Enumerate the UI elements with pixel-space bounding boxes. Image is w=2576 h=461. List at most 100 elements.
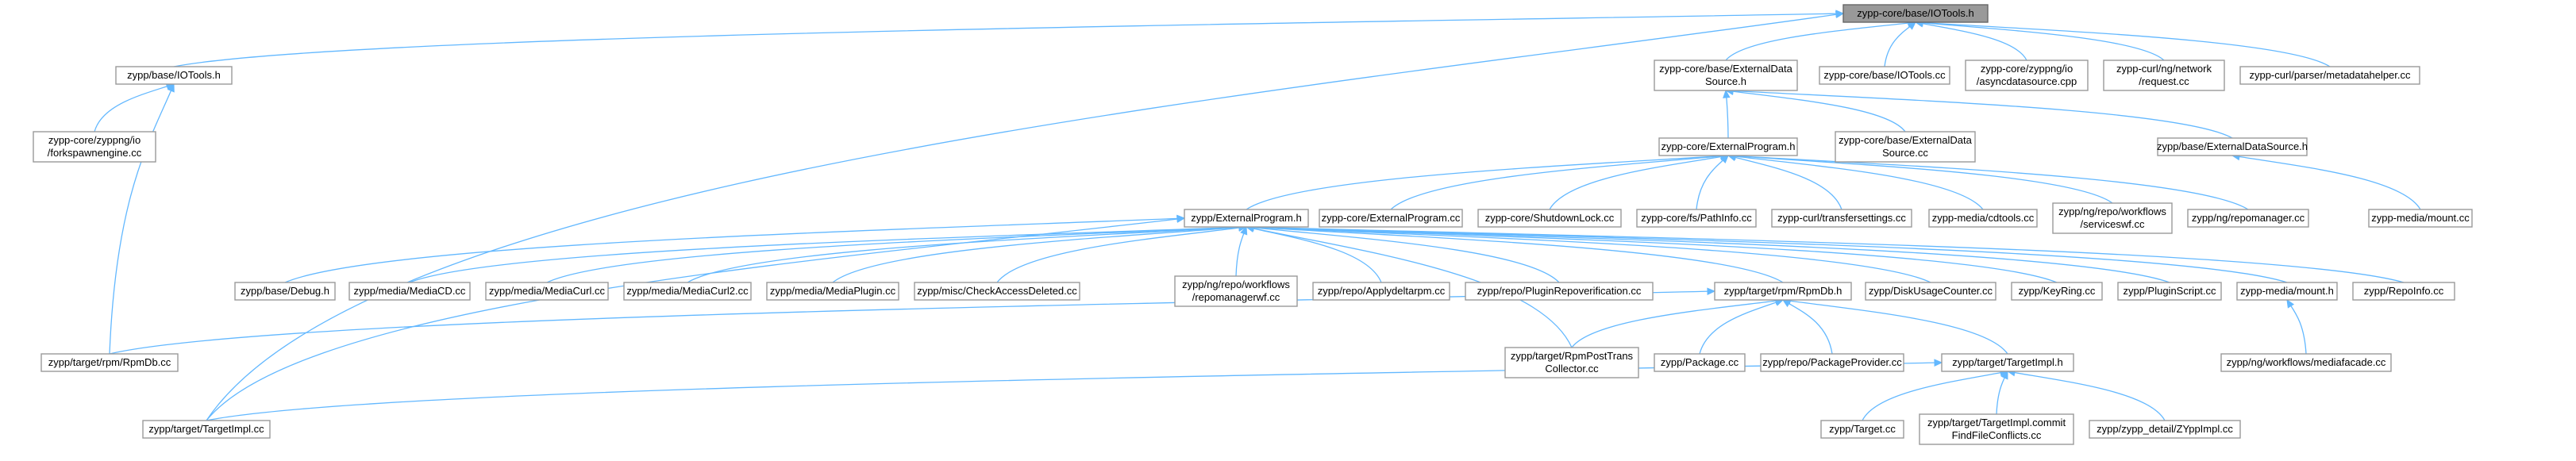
node-zypp-core-fs-pathinfo-cc[interactable]: zypp-core/fs/PathInfo.cc <box>1636 209 1757 228</box>
edge-n11-to-n8 <box>1246 155 1729 210</box>
node-label: FindFileConflicts.cc <box>1952 429 2042 441</box>
edge-n36-to-n29 <box>1571 299 1784 348</box>
edge-n16-to-n8 <box>1727 155 1984 210</box>
node-zypp-media-cdtools-cc[interactable]: zypp-media/cdtools.cc <box>1928 209 2038 228</box>
node-box <box>1465 282 1654 301</box>
node-label: zypp-media/mount.cc <box>2371 212 2470 224</box>
node-label: zypp/target/TargetImpl.commit <box>1927 417 2066 428</box>
node-zypp-target-cc[interactable]: zypp/Target.cc <box>1820 420 1904 439</box>
node-box <box>33 131 156 163</box>
node-zypp-core-shutdownlock-cc[interactable]: zypp-core/ShutdownLock.cc <box>1477 209 1622 228</box>
node-zypp-media-mediaplugin-cc[interactable]: zypp/media/MediaPlugin.cc <box>766 282 899 301</box>
node-label: zypp/Target.cc <box>1829 423 1896 435</box>
node-zypp-ng-repomanager-cc[interactable]: zypp/ng/repomanager.cc <box>2187 209 2309 228</box>
node-label: zypp-curl/parser/metadatahelper.cc <box>2249 69 2411 81</box>
node-box <box>1965 60 2089 91</box>
node-zypp-target-rpm-rpmdb-cc[interactable]: zypp/target/rpm/RpmDb.cc <box>40 353 179 372</box>
node-label: zypp-core/ShutdownLock.cc <box>1485 212 1615 224</box>
node-zypp-core-base-iotools-h[interactable]: zypp-core/base/IOTools.h <box>1842 4 1989 23</box>
node-label: zypp/base/IOTools.h <box>127 69 221 81</box>
edge-arrowhead <box>1835 10 1845 19</box>
edge-n10-to-n2 <box>1725 90 2233 139</box>
node-zypp-media-mediacurl-cc[interactable]: zypp/media/MediaCurl.cc <box>485 282 609 301</box>
edge-n18-to-n8 <box>1727 155 2249 210</box>
node-zypp-media-mediacd-cc[interactable]: zypp/media/MediaCD.cc <box>348 282 471 301</box>
node-label: zypp/media/MediaCurl2.cc <box>626 285 749 297</box>
node-zypp-curl-ng-network-request-cc[interactable]: zypp-curl/ng/network/request.cc <box>2103 60 2225 91</box>
node-box <box>2368 209 2473 228</box>
node-zypp-diskusagecounter-cc[interactable]: zypp/DiskUsageCounter.cc <box>1865 282 1996 301</box>
node-label: /asyncdatasource.cpp <box>1977 75 2077 87</box>
node-zypp-target-rpm-rpmdb-h[interactable]: zypp/target/rpm/RpmDb.h <box>1714 282 1852 301</box>
node-zypp-core-zyppng-io-forkspawnengine-cc[interactable]: zypp-core/zyppng/io/forkspawnengine.cc <box>33 131 156 163</box>
node-zypp-repo-packageprovider-cc[interactable]: zypp/repo/PackageProvider.cc <box>1760 353 1904 372</box>
node-zypp-ng-repo-workflows-serviceswf-cc[interactable]: zypp/ng/repo/workflows/serviceswf.cc <box>2052 202 2173 234</box>
node-label: zypp/ng/workflows/mediafacade.cc <box>2227 356 2386 368</box>
node-box <box>1835 131 1976 163</box>
node-zypp-package-cc[interactable]: zypp/Package.cc <box>1654 353 1746 372</box>
node-zypp-base-externaldatasource-h[interactable]: zypp/base/ExternalDataSource.h <box>2157 137 2308 156</box>
node-zypp-repo-pluginrepoverification-cc[interactable]: zypp/repo/PluginRepoverification.cc <box>1465 282 1654 301</box>
edge-n42-to-n39 <box>1862 371 2008 421</box>
edge-n25-to-n11 <box>996 226 1247 283</box>
edge-n41-to-n11 <box>206 217 1185 421</box>
node-zypp-base-debug-h[interactable]: zypp/base/Debug.h <box>234 282 336 301</box>
edge-n29-to-n11 <box>1246 226 1784 283</box>
node-zypp-core-base-iotools-cc[interactable]: zypp-core/base/IOTools.cc <box>1819 66 1950 85</box>
node-box <box>1654 353 1746 372</box>
node-zypp-core-externalprogram-h[interactable]: zypp-core/ExternalProgram.h <box>1658 137 1798 156</box>
node-zypp-media-mediacurl2-cc[interactable]: zypp/media/MediaCurl2.cc <box>623 282 752 301</box>
node-box <box>142 420 271 439</box>
node-box <box>234 282 336 301</box>
node-label: zypp-curl/transfersettings.cc <box>1777 212 1906 224</box>
node-label: zypp/Package.cc <box>1661 356 1739 368</box>
node-zypp-media-mount-h[interactable]: zypp-media/mount.h <box>2236 282 2338 301</box>
node-box <box>1714 282 1852 301</box>
node-label: zypp/RepoInfo.cc <box>2364 285 2444 297</box>
edge-n38-to-n29 <box>1782 299 1833 355</box>
node-label: zypp/ExternalProgram.h <box>1191 212 1301 224</box>
edge-n7-to-n1 <box>94 83 175 133</box>
node-label: /serviceswf.cc <box>2081 218 2145 230</box>
edge-arrowhead <box>1934 359 1943 367</box>
node-zypp-externalprogram-h[interactable]: zypp/ExternalProgram.h <box>1184 209 1309 228</box>
node-zypp-curl-transfersettings-cc[interactable]: zypp-curl/transfersettings.cc <box>1771 209 1912 228</box>
node-box <box>1184 209 1309 228</box>
node-box <box>2157 137 2308 156</box>
node-box <box>2236 282 2338 301</box>
node-zypp-curl-parser-metadatahelper-cc[interactable]: zypp-curl/parser/metadatahelper.cc <box>2239 66 2420 85</box>
edge-arrowhead <box>2000 370 2008 380</box>
node-zypp-target-targetimpl-h[interactable]: zypp/target/TargetImpl.h <box>1941 353 2074 372</box>
node-box <box>115 66 233 85</box>
node-zypp-core-zyppng-io-asyncdatasource-cpp[interactable]: zypp-core/zyppng/io/asyncdatasource.cpp <box>1965 60 2089 91</box>
node-zypp-target-targetimpl-cc[interactable]: zypp/target/TargetImpl.cc <box>142 420 271 439</box>
node-label: zypp/target/TargetImpl.cc <box>148 423 264 435</box>
edge-n35-to-n1 <box>109 83 175 355</box>
node-zypp-repoinfo-cc[interactable]: zypp/RepoInfo.cc <box>2352 282 2455 301</box>
node-zypp-target-targetimpl-commitfindfileconflicts-cc[interactable]: zypp/target/TargetImpl.commitFindFileCon… <box>1919 413 2074 445</box>
node-zypp-misc-checkaccessdeleted-cc[interactable]: zypp/misc/CheckAccessDeleted.cc <box>914 282 1080 301</box>
node-label: zypp-media/mount.h <box>2240 285 2334 297</box>
edge-arrowhead <box>2286 298 2295 309</box>
node-zypp-core-base-externaldatasource-h[interactable]: zypp-core/base/ExternalDataSource.h <box>1654 60 1798 91</box>
edge-n22-to-n11 <box>546 226 1247 283</box>
node-zypp-ng-workflows-mediafacade-cc[interactable]: zypp/ng/workflows/mediafacade.cc <box>2220 353 2392 372</box>
node-zypp-zypp-detail-zyppimpl-cc[interactable]: zypp/zypp_detail/ZYppImpl.cc <box>2089 420 2241 439</box>
edge-n30-to-n11 <box>1246 226 1931 283</box>
node-zypp-core-base-externaldatasource-cc[interactable]: zypp-core/base/ExternalDataSource.cc <box>1835 131 1976 163</box>
edge-arrowhead <box>1707 287 1716 295</box>
node-zypp-ng-repo-workflows-repomanagerwf-cc[interactable]: zypp/ng/repo/workflows/repomanagerwf.cc <box>1174 275 1298 307</box>
edge-n41-to-n39 <box>206 362 1943 421</box>
node-zypp-base-iotools-h[interactable]: zypp/base/IOTools.h <box>115 66 233 85</box>
node-label: Source.cc <box>1882 147 1928 159</box>
node-zypp-media-mount-cc[interactable]: zypp-media/mount.cc <box>2368 209 2473 228</box>
node-zypp-core-externalprogram-cc[interactable]: zypp-core/ExternalProgram.cc <box>1319 209 1463 228</box>
node-zypp-pluginscript-cc[interactable]: zypp/PluginScript.cc <box>2117 282 2222 301</box>
node-zypp-repo-applydeltarpm-cc[interactable]: zypp/repo/Applydeltarpm.cc <box>1312 282 1450 301</box>
node-zypp-keyring-cc[interactable]: zypp/KeyRing.cc <box>2011 282 2103 301</box>
node-box <box>2089 420 2241 439</box>
node-box <box>40 353 179 372</box>
node-label: zypp/base/Debug.h <box>241 285 329 297</box>
node-label: zypp/zypp_detail/ZYppImpl.cc <box>2097 423 2233 435</box>
